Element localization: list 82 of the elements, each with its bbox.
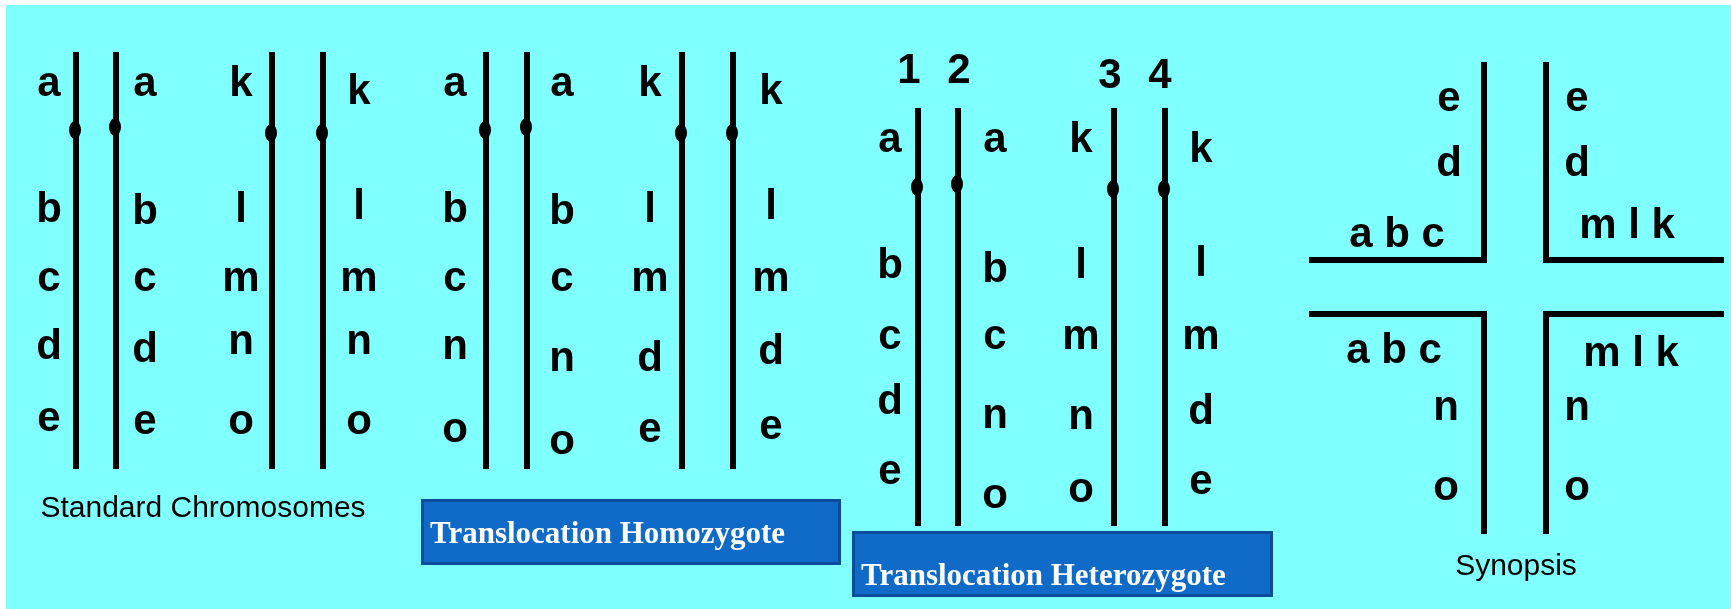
gene-letter: m bbox=[631, 256, 669, 298]
gene-letter: c bbox=[878, 314, 902, 356]
gene-letter: b bbox=[549, 189, 575, 231]
gene-letter: k bbox=[1189, 127, 1213, 169]
gene-letter: c bbox=[550, 256, 574, 298]
gene-letter: n bbox=[1068, 394, 1094, 436]
caption: Synopsis bbox=[1455, 550, 1577, 580]
gene-letter: k bbox=[229, 61, 253, 103]
gene-letter: m bbox=[752, 256, 790, 298]
chromosome-number: 4 bbox=[1148, 53, 1172, 95]
gene-letter: o bbox=[1068, 467, 1094, 509]
gene-letter: m l k bbox=[1579, 203, 1675, 245]
gene-letter: o bbox=[1564, 465, 1590, 507]
gene-letter: n bbox=[549, 336, 575, 378]
gene-letter: d bbox=[1188, 389, 1214, 431]
gene-letter: k bbox=[1069, 117, 1093, 159]
gene-letter: d bbox=[637, 336, 663, 378]
gene-letter: b bbox=[982, 247, 1008, 289]
gene-letter: e bbox=[638, 407, 662, 449]
gene-letter: a b c bbox=[1349, 212, 1445, 254]
gene-letter: a bbox=[550, 61, 574, 103]
gene-letter: m bbox=[340, 256, 378, 298]
gene-letter: n bbox=[442, 324, 468, 366]
gene-letter: l bbox=[644, 187, 656, 229]
chromosome-number: 2 bbox=[947, 48, 971, 90]
gene-letter: n bbox=[982, 393, 1008, 435]
gene-letter: e bbox=[37, 396, 61, 438]
gene-letter: o bbox=[1433, 465, 1459, 507]
chromosome-number: 3 bbox=[1098, 53, 1122, 95]
gene-letter: e bbox=[133, 399, 157, 441]
gene-letter: m bbox=[1182, 314, 1220, 356]
gene-letter: a b c bbox=[1346, 328, 1442, 370]
gene-letter: n bbox=[346, 319, 372, 361]
gene-letter: l bbox=[1195, 241, 1207, 283]
banner-title: Translocation Homozygote bbox=[430, 516, 786, 548]
title-banner bbox=[852, 531, 1273, 597]
gene-letter: a bbox=[133, 61, 157, 103]
gene-letter: d bbox=[1564, 141, 1590, 183]
gene-letter: a bbox=[878, 117, 902, 159]
gene-letter: b bbox=[132, 189, 158, 231]
gene-letter: a bbox=[983, 117, 1007, 159]
gene-letter: k bbox=[347, 69, 371, 111]
gene-letter: n bbox=[1433, 385, 1459, 427]
gene-letter: k bbox=[638, 61, 662, 103]
gene-letter: n bbox=[1564, 385, 1590, 427]
gene-letter: d bbox=[877, 379, 903, 421]
gene-letter: o bbox=[228, 399, 254, 441]
gene-letter: c bbox=[133, 256, 157, 298]
title-banner bbox=[421, 499, 841, 565]
chromosome-number: 1 bbox=[897, 48, 921, 90]
gene-letter: l bbox=[235, 187, 247, 229]
gene-letter: c bbox=[37, 256, 61, 298]
gene-letter: m bbox=[1062, 314, 1100, 356]
caption: Standard Chromosomes bbox=[40, 492, 366, 522]
gene-letter: k bbox=[759, 69, 783, 111]
gene-letter: b bbox=[442, 187, 468, 229]
gene-letter: o bbox=[346, 399, 372, 441]
gene-letter: l bbox=[1075, 243, 1087, 285]
gene-letter: c bbox=[983, 314, 1007, 356]
gene-letter: o bbox=[442, 407, 468, 449]
gene-letter: c bbox=[443, 256, 467, 298]
gene-letter: l bbox=[353, 184, 365, 226]
gene-letter: n bbox=[228, 319, 254, 361]
gene-letter: b bbox=[36, 187, 62, 229]
gene-letter: e bbox=[1437, 76, 1461, 118]
gene-letter: e bbox=[759, 404, 783, 446]
gene-letter: m l k bbox=[1583, 331, 1679, 373]
gene-letter: m bbox=[222, 256, 260, 298]
gene-letter: d bbox=[758, 329, 784, 371]
gene-letter: d bbox=[132, 327, 158, 369]
gene-letter: e bbox=[878, 449, 902, 491]
banner-title: Translocation Heterozygote bbox=[861, 559, 1226, 590]
gene-letter: a bbox=[37, 61, 61, 103]
gene-letter: d bbox=[1436, 141, 1462, 183]
gene-letter: b bbox=[877, 243, 903, 285]
gene-letter: e bbox=[1189, 459, 1213, 501]
gene-letter: o bbox=[982, 473, 1008, 515]
gene-letter: d bbox=[36, 324, 62, 366]
gene-letter: e bbox=[1565, 76, 1589, 118]
gene-letter: o bbox=[549, 419, 575, 461]
gene-letter: a bbox=[443, 61, 467, 103]
gene-letter: l bbox=[765, 184, 777, 226]
